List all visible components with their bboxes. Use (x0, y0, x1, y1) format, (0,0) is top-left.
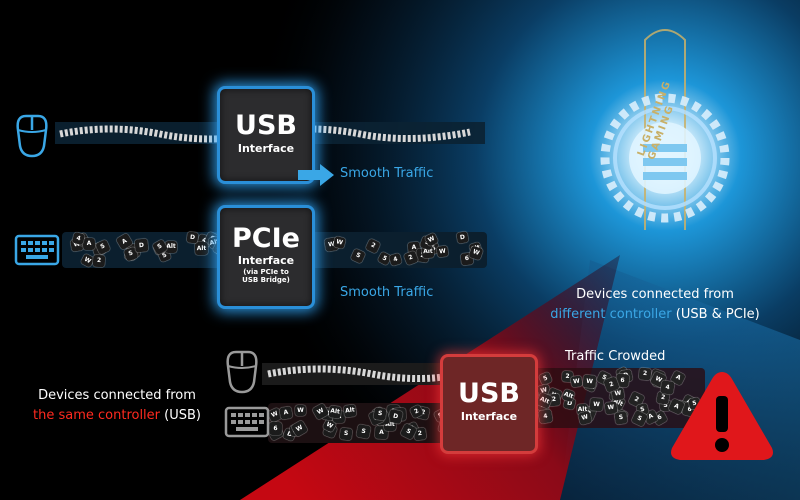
controller-title: PCIe (232, 223, 300, 254)
keycap: Alt (343, 404, 357, 418)
keycap: S (660, 400, 671, 411)
traffic-label-smooth: Smooth Traffic (340, 166, 434, 181)
keycap: 4 (538, 409, 553, 424)
keycap: W (294, 404, 307, 417)
keycap: 2 (365, 238, 381, 254)
keycap: S (355, 423, 372, 440)
traffic-label-crowded: Traffic Crowded (565, 349, 666, 364)
keycap: S (350, 248, 366, 264)
keycap: D (134, 238, 149, 253)
keycap: S (614, 411, 628, 425)
mouse-icon (16, 114, 48, 158)
controller-note: (via PCIe to USB Bridge) (242, 268, 290, 284)
keycap: D (456, 231, 469, 244)
controller-subtitle: Interface (460, 410, 518, 423)
keyboard-icon (14, 234, 60, 266)
caption-line: different controller (USB & PCIe) (520, 305, 790, 325)
arrow-right-icon (298, 164, 334, 186)
caption-highlight: different controller (550, 307, 672, 322)
keycap: A (82, 237, 96, 251)
keycap: W (332, 235, 347, 250)
keycap-stream-top: AS52WWD2Alt46SW2AAltAS52WWD2Alt46SW2AAlt… (62, 230, 487, 268)
keycap: A (279, 406, 293, 420)
caption-rest: (USB & PCIe) (671, 307, 760, 322)
keycap: W (582, 374, 597, 389)
usb-interface-box: USB Interface (217, 86, 315, 184)
caption-different-controller: Devices connected from different control… (520, 285, 790, 325)
keycap: D (387, 408, 404, 425)
mouse-icon (226, 350, 258, 394)
keycap: S (373, 407, 387, 421)
caption-highlight: the same controller (33, 408, 161, 423)
caption-same-controller: Devices connected from the same controll… (12, 386, 222, 426)
caption-rest: (USB) (160, 408, 201, 423)
gear-logo-icon (600, 29, 730, 230)
keycap: Alt (165, 241, 177, 253)
keycap: 2 (638, 367, 652, 381)
controller-title: USB (458, 378, 520, 409)
keycap-stream-crowded: AS52WWD2Alt46SW2AAltAS52WWD2Alt46SW2AAlt… (536, 366, 703, 428)
traffic-label-smooth: Smooth Traffic (340, 285, 434, 300)
keycap: Alt (194, 241, 209, 256)
controller-subtitle: Interface (237, 254, 295, 267)
caption-line: Devices connected from (38, 388, 196, 403)
caption-line: the same controller (USB) (12, 406, 222, 426)
keycap: Alt (328, 405, 342, 419)
keycap: D (186, 231, 199, 244)
controller-title: USB (235, 110, 297, 141)
keycap: W (436, 245, 449, 258)
keycap: W (589, 397, 604, 412)
keycap: 2 (92, 254, 106, 268)
caption-line: Devices connected from (576, 287, 734, 302)
keyboard-icon (224, 406, 270, 438)
controller-subtitle: Interface (237, 142, 295, 155)
usb-interface-box-crowded: USB Interface (440, 354, 538, 454)
pcie-interface-box: PCIe Interface (via PCIe to USB Bridge) (217, 205, 315, 309)
warning-icon (671, 372, 773, 460)
keycap-stream-bottom: AS52WWD2Alt46SW2AAltAS52WWD2Alt46SW2AAlt… (266, 402, 468, 443)
keycap: 4 (388, 252, 403, 267)
keycap: W (570, 375, 583, 388)
keycap: S (339, 427, 353, 441)
